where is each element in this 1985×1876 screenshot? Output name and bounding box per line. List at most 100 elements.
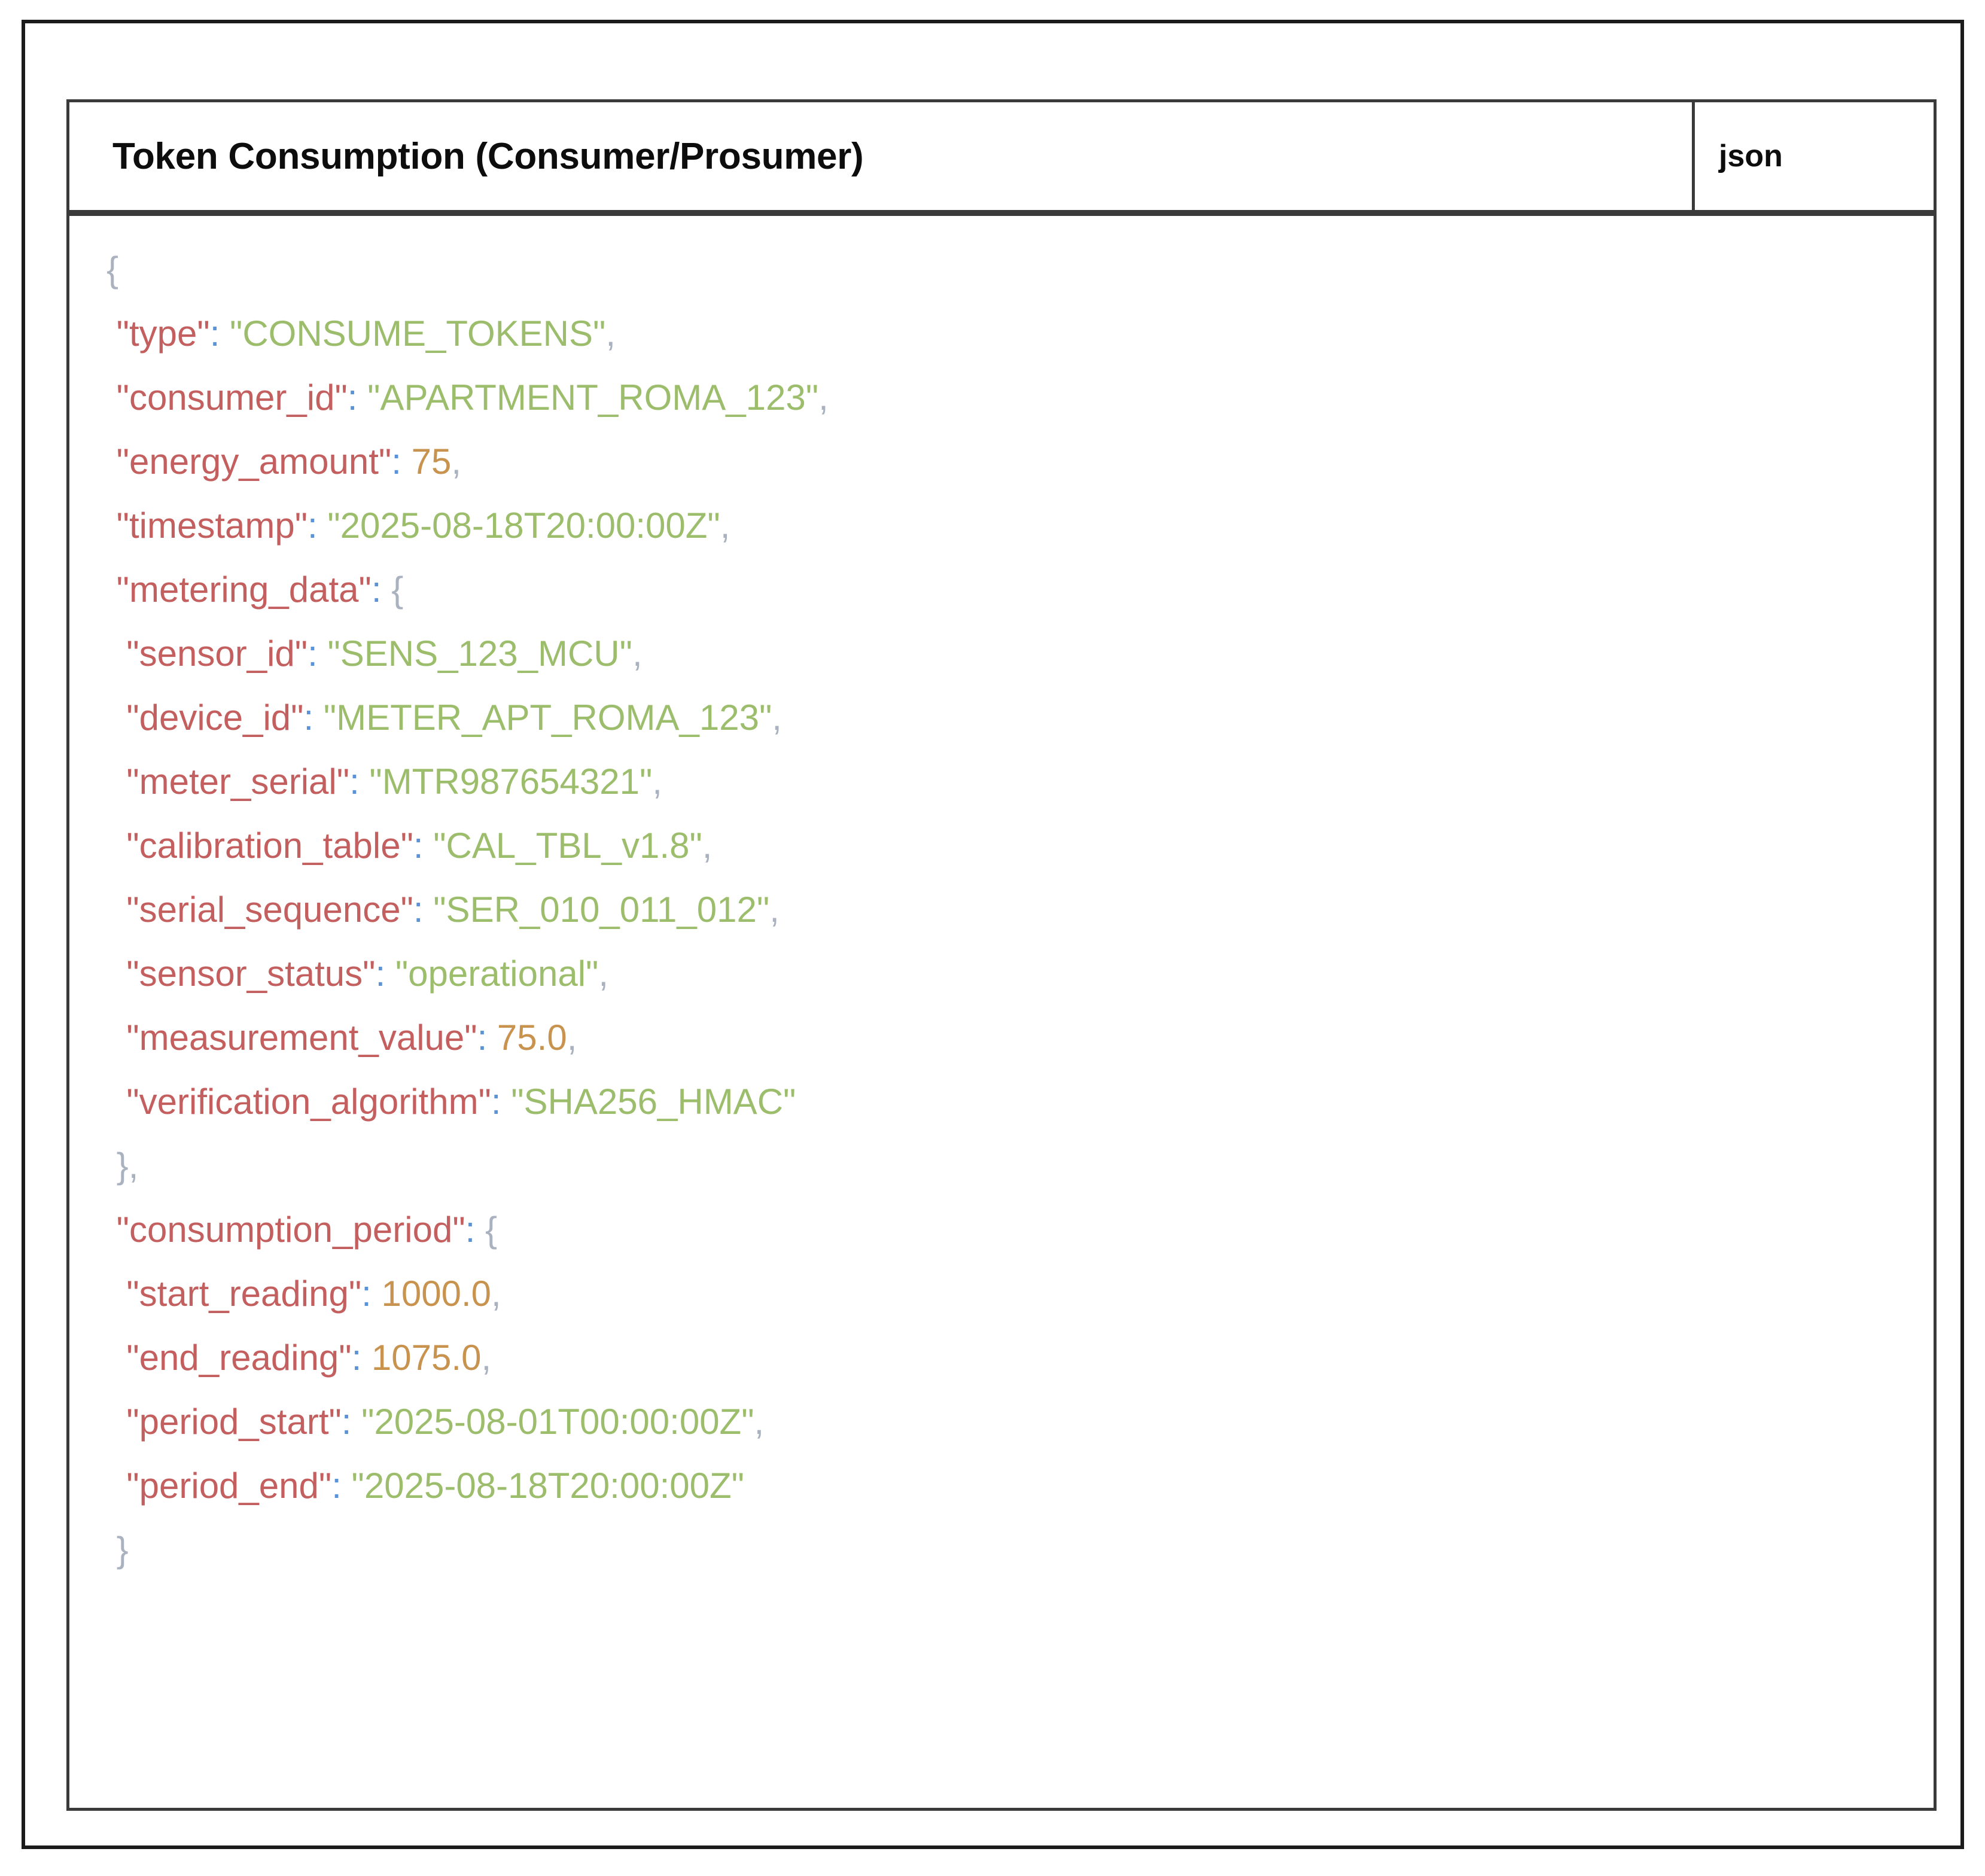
- code-token-string: "SER_010_011_012": [423, 890, 770, 930]
- code-line: "consumer_id": "APARTMENT_ROMA_123",: [106, 366, 1934, 430]
- code-token-colon: :: [391, 441, 401, 482]
- code-token-punct: ,: [481, 1338, 492, 1378]
- code-token-string: "METER_APT_ROMA_123": [313, 698, 772, 738]
- code-line: "period_end": "2025-08-18T20:00:00Z": [106, 1454, 1934, 1518]
- code-card-header: Token Consumption (Consumer/Prosumer) js…: [66, 99, 1937, 213]
- code-indent: [106, 1146, 117, 1186]
- code-line: "metering_data": {: [106, 558, 1934, 622]
- code-line: "end_reading": 1075.0,: [106, 1326, 1934, 1390]
- code-token-punct: ,: [632, 634, 643, 674]
- code-indent: [106, 1082, 126, 1122]
- code-token-punct: {: [475, 1210, 498, 1250]
- code-indent: [106, 377, 117, 418]
- code-card-title-cell: Token Consumption (Consumer/Prosumer): [69, 102, 1692, 210]
- code-token-key: "sensor_id": [126, 634, 308, 674]
- code-token-colon: :: [371, 570, 382, 610]
- code-token-key: "consumer_id": [116, 377, 348, 418]
- code-line: "meter_serial": "MTR987654321",: [106, 750, 1934, 814]
- code-token-key: "timestamp": [116, 505, 308, 546]
- code-token-key: "energy_amount": [116, 441, 392, 482]
- code-token-number: 75.0: [487, 1018, 567, 1058]
- code-indent: [106, 1402, 126, 1442]
- code-indent: [106, 441, 117, 482]
- code-indent: [106, 634, 126, 674]
- code-token-colon: :: [347, 377, 358, 418]
- code-language-label: json: [1719, 139, 1783, 173]
- code-token-colon: :: [375, 954, 386, 994]
- code-indent: [106, 313, 117, 354]
- code-token-punct: {: [381, 570, 404, 610]
- code-line: "period_start": "2025-08-01T00:00:00Z",: [106, 1390, 1934, 1454]
- code-line: "start_reading": 1000.0,: [106, 1262, 1934, 1326]
- code-indent: [106, 505, 117, 546]
- code-token-string: "CONSUME_TOKENS": [220, 313, 606, 354]
- code-token-colon: :: [361, 1274, 372, 1314]
- code-indent: [106, 954, 126, 994]
- code-token-punct: ,: [598, 954, 608, 994]
- code-token-colon: :: [341, 1402, 352, 1442]
- code-indent: [106, 762, 126, 802]
- code-indent: [106, 1466, 126, 1506]
- code-token-key: "verification_algorithm": [126, 1082, 491, 1122]
- code-indent: [106, 570, 117, 610]
- code-line: {: [106, 237, 1934, 302]
- code-token-punct: {: [106, 249, 119, 290]
- code-line: }: [106, 1518, 1934, 1582]
- code-indent: [106, 1018, 126, 1058]
- code-token-key: "calibration_table": [126, 826, 413, 866]
- code-card: Token Consumption (Consumer/Prosumer) js…: [66, 99, 1937, 1811]
- code-indent: [106, 826, 126, 866]
- code-token-key: "type": [116, 313, 210, 354]
- code-token-punct: ,: [772, 698, 782, 738]
- code-token-colon: :: [351, 1338, 362, 1378]
- code-token-key: "meter_serial": [126, 762, 350, 802]
- code-card-body: { "type": "CONSUME_TOKENS", "consumer_id…: [66, 213, 1937, 1811]
- code-token-string: "APARTMENT_ROMA_123": [357, 377, 819, 418]
- code-token-key: "period_start": [126, 1402, 342, 1442]
- page-title: Token Consumption (Consumer/Prosumer): [112, 135, 864, 177]
- code-token-key: "sensor_status": [126, 954, 376, 994]
- code-token-key: "serial_sequence": [126, 890, 413, 930]
- code-token-key: "device_id": [126, 698, 304, 738]
- code-line: "calibration_table": "CAL_TBL_v1.8",: [106, 814, 1934, 878]
- code-indent: [106, 1530, 117, 1570]
- code-token-number: 1075.0: [361, 1338, 482, 1378]
- code-token-colon: :: [465, 1210, 476, 1250]
- code-token-colon: :: [413, 890, 424, 930]
- code-token-string: "MTR987654321": [359, 762, 653, 802]
- code-token-key: "start_reading": [126, 1274, 362, 1314]
- code-language-cell: json: [1692, 102, 1934, 210]
- code-token-punct: ,: [652, 762, 662, 802]
- code-token-punct: ,: [769, 890, 780, 930]
- code-token-punct: ,: [818, 377, 829, 418]
- code-token-number: 1000.0: [371, 1274, 492, 1314]
- code-token-string: "SENS_123_MCU": [317, 634, 632, 674]
- code-token-key: "period_end": [126, 1466, 332, 1506]
- code-token-string: "2025-08-01T00:00:00Z": [351, 1402, 754, 1442]
- code-line: "verification_algorithm": "SHA256_HMAC": [106, 1070, 1934, 1134]
- code-token-punct: ,: [451, 441, 461, 482]
- code-token-punct: ,: [702, 826, 713, 866]
- code-token-colon: :: [349, 762, 360, 802]
- code-token-colon: :: [303, 698, 314, 738]
- code-indent: [106, 1338, 126, 1378]
- code-indent: [106, 1274, 126, 1314]
- code-indent: [106, 890, 126, 930]
- code-token-punct: ,: [754, 1402, 765, 1442]
- code-token-string: "SHA256_HMAC": [501, 1082, 796, 1122]
- code-token-colon: :: [308, 634, 318, 674]
- code-token-string: "CAL_TBL_v1.8": [423, 826, 702, 866]
- code-token-number: 75: [401, 441, 452, 482]
- code-token-punct: }: [116, 1530, 129, 1570]
- code-indent: [106, 698, 126, 738]
- code-token-punct: ,: [720, 505, 730, 546]
- code-token-key: "measurement_value": [126, 1018, 477, 1058]
- code-line: "measurement_value": 75.0,: [106, 1006, 1934, 1070]
- code-token-punct: },: [116, 1146, 139, 1186]
- code-line: "sensor_id": "SENS_123_MCU",: [106, 622, 1934, 686]
- code-token-colon: :: [413, 826, 424, 866]
- code-token-string: "operational": [385, 954, 599, 994]
- code-line: "consumption_period": {: [106, 1198, 1934, 1262]
- code-token-colon: :: [209, 313, 220, 354]
- code-line: "serial_sequence": "SER_010_011_012",: [106, 878, 1934, 942]
